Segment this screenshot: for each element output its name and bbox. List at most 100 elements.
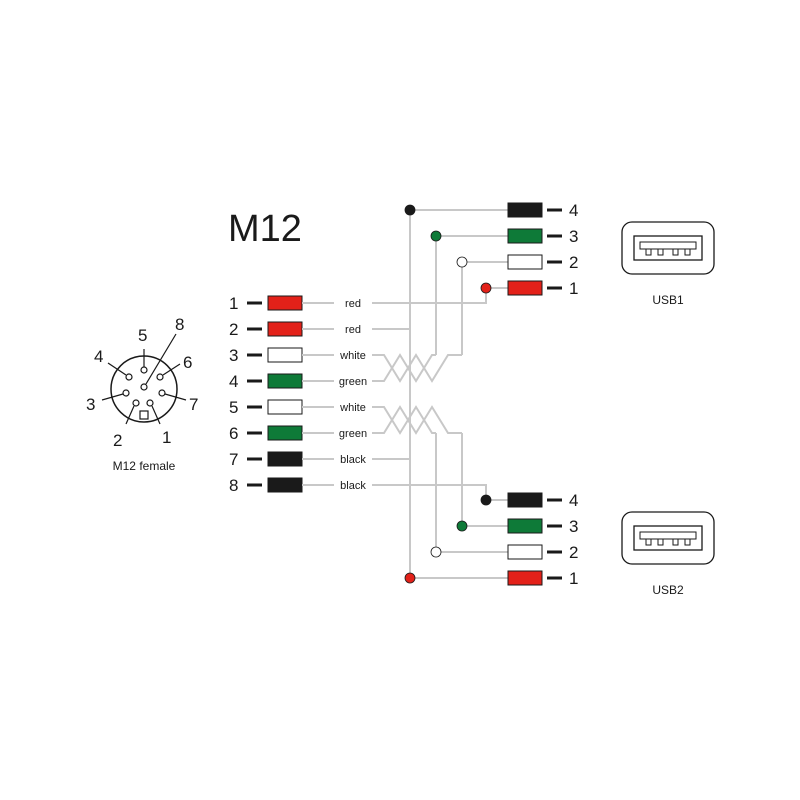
twisted-pair-upper-a — [372, 353, 462, 383]
face-pin-7: 7 — [158, 389, 198, 414]
face-pin-label: 5 — [138, 326, 147, 345]
twisted-pair-lower-b — [372, 405, 462, 435]
face-pin-label: 7 — [189, 395, 198, 414]
usb2-pin-number: 4 — [569, 491, 578, 510]
wire-color-label: red — [345, 324, 361, 336]
face-pin-label: 3 — [86, 395, 95, 414]
usb2-pin-list: 4 3 2 1 — [507, 491, 578, 588]
junction-dot-4 — [480, 282, 492, 294]
m12-pin-row-4: 4 green — [229, 372, 367, 391]
m12-pin-number: 3 — [229, 346, 238, 365]
m12-connector-face: 1 2 3 4 5 6 7 — [86, 315, 198, 473]
usb1-pin-row-1: 1 — [507, 279, 578, 298]
m12-pin-number: 5 — [229, 398, 238, 417]
wire-color-swatch — [507, 518, 543, 534]
wire-color-label: green — [339, 428, 367, 440]
m12-pin-row-2: 2 red — [229, 320, 361, 339]
face-pin-label: 8 — [175, 315, 184, 334]
twisted-pair-lower-a — [372, 405, 436, 435]
face-pin-label: 1 — [162, 428, 171, 447]
junction-dot-1 — [404, 204, 416, 216]
junction-dot-7 — [430, 546, 442, 558]
usb2-pin-number: 3 — [569, 517, 578, 536]
wire-color-swatch — [267, 451, 303, 467]
wire-color-label: white — [339, 350, 366, 362]
wire-color-swatch — [507, 280, 543, 296]
wire-color-swatch — [507, 254, 543, 270]
junction-dot-2 — [430, 230, 442, 242]
usb1-pin-row-2: 2 — [507, 253, 578, 272]
diagram-title: M12 — [228, 208, 302, 250]
usb2-connector: USB2 — [621, 511, 715, 597]
face-pin-label: 6 — [183, 353, 192, 372]
m12-pin-number: 7 — [229, 450, 238, 469]
wire-color-swatch — [267, 425, 303, 441]
face-pin-5: 5 — [138, 326, 148, 374]
junction-dot-6 — [456, 520, 468, 532]
usb1-pin-number: 3 — [569, 227, 578, 246]
junction-dots — [404, 204, 492, 584]
wire-color-swatch — [267, 347, 303, 363]
usb2-pin-row-1: 1 — [507, 569, 578, 588]
usb2-pin-number: 1 — [569, 569, 578, 588]
face-pin-1: 1 — [146, 399, 171, 447]
wires — [372, 209, 508, 579]
wire-color-label: black — [340, 454, 366, 466]
wire-color-swatch — [507, 570, 543, 586]
wire-color-swatch — [267, 373, 303, 389]
face-pin-label: 2 — [113, 431, 122, 450]
wire-color-swatch — [267, 399, 303, 415]
wire-color-swatch — [507, 544, 543, 560]
wire-color-swatch — [507, 202, 543, 218]
bus-wire-usb2-black — [372, 484, 487, 500]
connector-key — [139, 410, 149, 420]
m12-pin-row-8: 8 black — [229, 476, 366, 495]
face-pin-4: 4 — [94, 347, 133, 381]
wire-color-label: black — [340, 480, 366, 492]
face-pin-2: 2 — [113, 399, 140, 450]
usb1-pin-number: 1 — [569, 279, 578, 298]
wire-color-swatch — [507, 492, 543, 508]
wire-color-label: white — [339, 402, 366, 414]
wire-color-swatch — [507, 228, 543, 244]
m12-pin-list: 1 red 2 red 3 white 4 green 5 white 6 green 7 black 8 b… — [229, 294, 367, 495]
twisted-pair-upper-b — [372, 353, 436, 383]
wire-color-swatch — [267, 321, 303, 337]
usb2-pin-row-2: 2 — [507, 543, 578, 562]
bus-wire-usb1-red — [410, 288, 487, 304]
wire-color-swatch — [267, 477, 303, 493]
usb1-connector: USB1 — [621, 221, 715, 307]
m12-pin-number: 2 — [229, 320, 238, 339]
usb1-pin-row-4: 4 — [507, 201, 578, 220]
m12-pin-number: 8 — [229, 476, 238, 495]
wire-color-label: red — [345, 298, 361, 310]
m12-pin-row-3: 3 white — [229, 346, 366, 365]
junction-dot-5 — [480, 494, 492, 506]
m12-pin-number: 4 — [229, 372, 238, 391]
usb2-pin-number: 2 — [569, 543, 578, 562]
junction-dot-8 — [404, 572, 416, 584]
m12-pin-number: 6 — [229, 424, 238, 443]
m12-pin-row-5: 5 white — [229, 398, 366, 417]
usb1-pin-list: 4 3 2 1 — [507, 201, 578, 298]
usb2-pin-row-4: 4 — [507, 491, 578, 510]
wire-color-label: green — [339, 376, 367, 388]
wire-color-swatch — [267, 295, 303, 311]
connector-caption: M12 female — [113, 459, 176, 473]
usb1-pin-number: 4 — [569, 201, 578, 220]
m12-pin-row-1: 1 red — [229, 294, 361, 313]
m12-pin-row-6: 6 green — [229, 424, 367, 443]
face-pin-6: 6 — [156, 353, 192, 381]
usb1-caption: USB1 — [652, 293, 684, 307]
m12-pin-number: 1 — [229, 294, 238, 313]
face-pin-8: 8 — [140, 315, 184, 391]
face-pin-3: 3 — [86, 389, 130, 414]
usb2-caption: USB2 — [652, 583, 684, 597]
m12-pin-row-7: 7 black — [229, 450, 366, 469]
usb1-pin-number: 2 — [569, 253, 578, 272]
usb1-pin-row-3: 3 — [507, 227, 578, 246]
junction-dot-3 — [456, 256, 468, 268]
usb2-pin-row-3: 3 — [507, 517, 578, 536]
face-pin-label: 4 — [94, 347, 103, 366]
